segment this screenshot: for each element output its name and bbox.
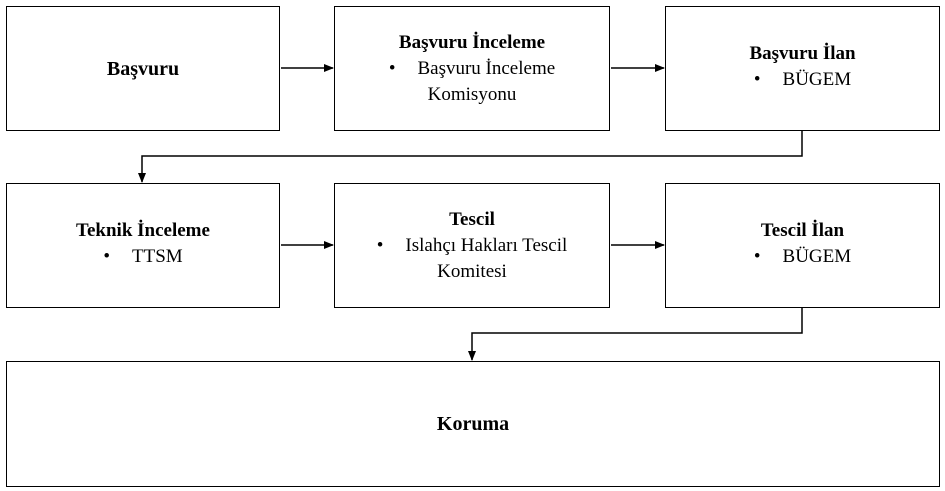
bullet-icon: •: [388, 57, 396, 79]
box-basvuru-ilan-item: • BÜGEM: [754, 67, 851, 93]
bullet-icon: •: [753, 69, 761, 90]
box-basvuru-inceleme: Başvuru İnceleme •Başvuru İnceleme Komis…: [334, 6, 610, 131]
arrow-ilan-to-teknik: [138, 131, 803, 183]
box-teknik-inceleme-title: Teknik İnceleme: [76, 220, 210, 241]
bullet-icon: •: [753, 246, 761, 267]
box-basvuru-inceleme-item-line1: Başvuru İnceleme: [417, 57, 556, 79]
box-tescil-ilan: Tescil İlan • BÜGEM: [665, 183, 940, 308]
box-basvuru-inceleme-item: • Başvuru İnceleme: [389, 56, 555, 82]
box-basvuru-ilan: Başvuru İlan • BÜGEM: [665, 6, 940, 131]
box-tescil-item: • Islahçı Hakları Tescil: [377, 233, 568, 259]
bullet-icon: •: [103, 246, 110, 267]
box-tescil-item-line2: Komitesi: [437, 260, 507, 282]
box-tescil-ilan-item-text: BÜGEM: [782, 246, 852, 267]
box-tescil-item-line1: Islahçı Hakları Tescil: [405, 234, 568, 256]
box-tescil-title: Tescil: [449, 208, 495, 230]
box-basvuru: Başvuru: [6, 6, 280, 131]
box-tescil: Tescil • Islahçı Hakları Tescil Komitesi: [334, 183, 610, 308]
box-basvuru-ilan-title: Başvuru İlan: [749, 43, 856, 64]
box-koruma: Koruma: [6, 361, 940, 487]
box-basvuru-ilan-item-text: BÜGEM: [782, 69, 852, 90]
box-basvuru-inceleme-title: Başvuru İnceleme: [398, 31, 546, 53]
box-tescil-ilan-item: • BÜGEM: [754, 244, 851, 270]
box-koruma-title: Koruma: [436, 413, 510, 435]
box-teknik-inceleme: Teknik İnceleme • TTSM: [6, 183, 280, 308]
box-basvuru-inceleme-item-line2: Komisyonu: [427, 83, 517, 105]
box-basvuru-title: Başvuru: [106, 57, 180, 80]
box-teknik-inceleme-item: • TTSM: [103, 244, 182, 270]
box-teknik-inceleme-item-text: TTSM: [131, 246, 183, 267]
box-tescil-ilan-title: Tescil İlan: [760, 220, 845, 241]
bullet-icon: •: [376, 234, 384, 256]
arrow-tescil-ilan-to-koruma: [468, 308, 803, 361]
